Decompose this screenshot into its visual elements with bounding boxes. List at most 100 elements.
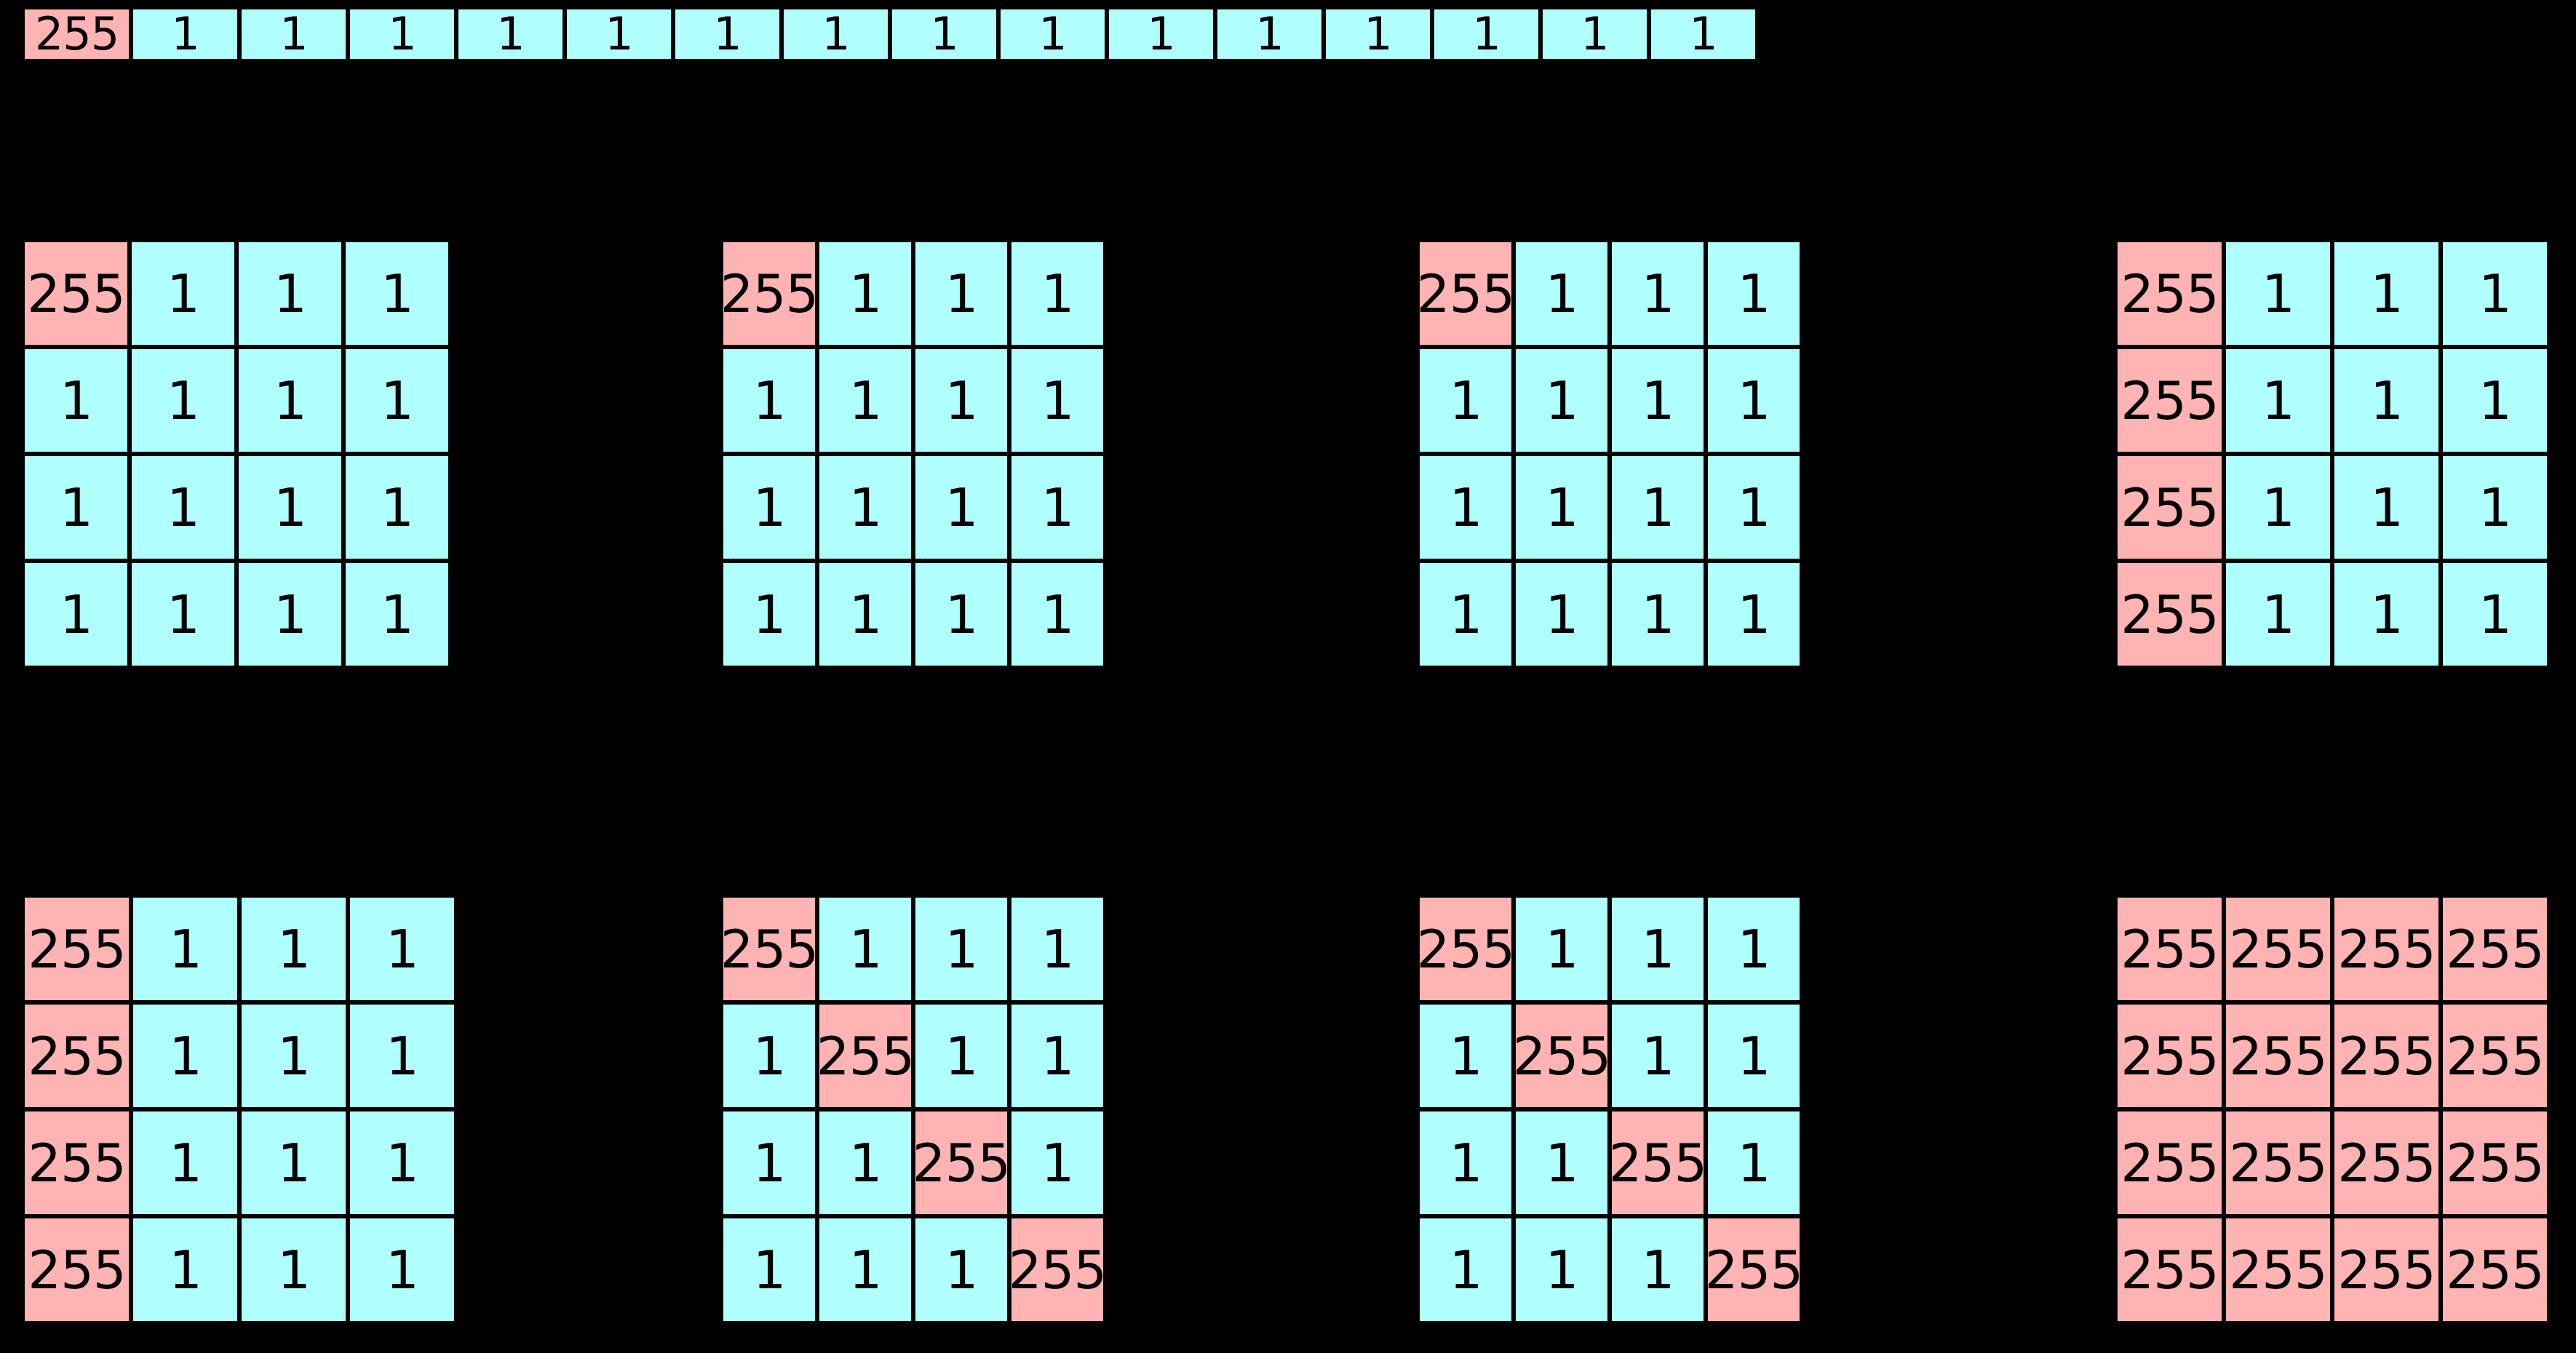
matrix-cell-value: 255 bbox=[816, 1025, 915, 1087]
matrix-cell-value: 1 bbox=[2370, 263, 2404, 324]
matrix-cell-value: 1 bbox=[1545, 263, 1579, 324]
matrix-cell-value: 1 bbox=[848, 1239, 883, 1301]
matrix-cell: 1 bbox=[819, 456, 911, 559]
matrix-cell-value: 1 bbox=[605, 7, 633, 60]
matrix-cell: 1 bbox=[25, 349, 127, 452]
matrix-cell-value: 1 bbox=[60, 370, 93, 431]
matrix-cell: 1 bbox=[1011, 563, 1103, 666]
matrix-cell: 255 bbox=[25, 1218, 129, 1321]
matrix-cell: 1 bbox=[1612, 1218, 1704, 1321]
matrix-cell-value: 1 bbox=[277, 1025, 311, 1087]
matrix-cell: 1 bbox=[819, 242, 911, 345]
matrix-cell: 1 bbox=[2334, 242, 2438, 345]
matrix-cell-value: 1 bbox=[752, 476, 787, 538]
matrix-cell: 1 bbox=[819, 563, 911, 666]
matrix-cell-value: 1 bbox=[1545, 583, 1579, 645]
matrix-cell-value: 1 bbox=[60, 476, 93, 538]
matrix-cell: 255 bbox=[25, 242, 127, 345]
matrix-cell: 1 bbox=[242, 898, 346, 1000]
matrix-cell-value: 255 bbox=[2229, 1132, 2327, 1194]
matrix-cell-value: 1 bbox=[60, 583, 93, 645]
matrix-cell: 1 bbox=[1011, 456, 1103, 559]
matrix-cell-value: 1 bbox=[2262, 263, 2295, 324]
matrix-cell: 1 bbox=[1011, 349, 1103, 452]
matrix-cell: 1 bbox=[132, 563, 234, 666]
matrix-cell-value: 1 bbox=[167, 263, 200, 324]
matrix-cell: 255 bbox=[720, 898, 819, 1000]
matrix-cell: 255 bbox=[1417, 242, 1515, 345]
matrix-cell: 1 bbox=[1516, 242, 1607, 345]
matrix-cell-value: 1 bbox=[1641, 583, 1675, 645]
matrix-cell-value: 255 bbox=[912, 1132, 1011, 1194]
matrix-cell: 1 bbox=[2334, 563, 2438, 666]
matrix-cell-value: 255 bbox=[2229, 1239, 2327, 1301]
matrix-cell: 1 bbox=[242, 1111, 346, 1214]
matrix-cell-value: 1 bbox=[1641, 370, 1675, 431]
matrix-cell: 1 bbox=[2226, 349, 2330, 452]
matrix-cell-value: 1 bbox=[274, 476, 307, 538]
matrix-cell-value: 255 bbox=[2120, 263, 2219, 324]
matrix-cell-value: 255 bbox=[2120, 918, 2219, 980]
matrix-cell: 1 bbox=[346, 456, 448, 559]
matrix-cell-value: 1 bbox=[1641, 263, 1675, 324]
matrix-cell: 1 bbox=[915, 898, 1007, 1000]
matrix-cell-value: 1 bbox=[2478, 263, 2512, 324]
matrix-cell-value: 255 bbox=[2120, 370, 2219, 431]
matrix-cell: 255 bbox=[1705, 1218, 1803, 1321]
matrix-cell: 1 bbox=[723, 1218, 815, 1321]
matrix-cell: 1 bbox=[1420, 456, 1511, 559]
matrix-cell: 1 bbox=[1109, 9, 1213, 59]
matrix-cell-value: 1 bbox=[945, 918, 979, 980]
matrix-cell-value: 1 bbox=[381, 263, 414, 324]
matrix-cell-value: 1 bbox=[1641, 476, 1675, 538]
matrix-cell-value: 1 bbox=[1737, 583, 1771, 645]
matrix-cell: 1 bbox=[346, 242, 448, 345]
matrix-cell-value: 255 bbox=[28, 918, 126, 980]
matrix-cell: 1 bbox=[723, 1005, 815, 1107]
matrix-cell-value: 255 bbox=[2120, 1025, 2219, 1087]
matrix-cell: 1 bbox=[1708, 898, 1800, 1000]
matrix-cell-value: 255 bbox=[2120, 476, 2219, 538]
matrix-cell-value: 255 bbox=[2446, 918, 2544, 980]
matrix-cell-value: 1 bbox=[752, 583, 787, 645]
matrix-cell-value: 1 bbox=[752, 1025, 787, 1087]
matrix-cell-value: 1 bbox=[1737, 263, 1771, 324]
matrix-cell-value: 255 bbox=[2446, 1025, 2544, 1087]
matrix-cell: 1 bbox=[723, 456, 815, 559]
matrix-cell-value: 1 bbox=[169, 918, 202, 980]
matrix-cell-value: 1 bbox=[930, 7, 958, 60]
matrix-cell-value: 1 bbox=[945, 370, 979, 431]
matrix-cell-value: 1 bbox=[945, 476, 979, 538]
matrix-cell-value: 1 bbox=[848, 263, 883, 324]
matrix-cell: 1 bbox=[819, 898, 911, 1000]
matrix-cell-value: 1 bbox=[1737, 476, 1771, 538]
matrix-cell-value: 255 bbox=[27, 263, 125, 324]
matrix-cell: 1 bbox=[1420, 1218, 1511, 1321]
matrix-cell: 1 bbox=[1011, 898, 1103, 1000]
matrix-cell-value: 1 bbox=[945, 1239, 979, 1301]
matrix-cell-value: 1 bbox=[1038, 7, 1067, 60]
matrix-cell-value: 1 bbox=[167, 370, 200, 431]
matrix-cell: 1 bbox=[239, 349, 341, 452]
matrix-cell: 255 bbox=[25, 1111, 129, 1214]
matrix-cell-value: 255 bbox=[2446, 1132, 2544, 1194]
matrix-cell-value: 1 bbox=[1449, 1132, 1483, 1194]
matrix-cell: 1 bbox=[133, 9, 237, 59]
matrix-cell-value: 1 bbox=[386, 1239, 419, 1301]
matrix-cell: 255 bbox=[816, 1005, 915, 1107]
matrix-cell-value: 255 bbox=[2337, 1132, 2436, 1194]
matrix-cell: 255 bbox=[2118, 349, 2222, 452]
matrix-cell-value: 1 bbox=[752, 370, 787, 431]
matrix-cell: 1 bbox=[915, 1005, 1007, 1107]
matrix-cell: 1 bbox=[1420, 1111, 1511, 1214]
matrix-cell-value: 1 bbox=[169, 1239, 202, 1301]
matrix-cell: 1 bbox=[2226, 563, 2330, 666]
matrix-cell: 255 bbox=[1609, 1111, 1707, 1214]
matrix-cell: 1 bbox=[1612, 242, 1704, 345]
matrix-cell: 1 bbox=[350, 898, 454, 1000]
